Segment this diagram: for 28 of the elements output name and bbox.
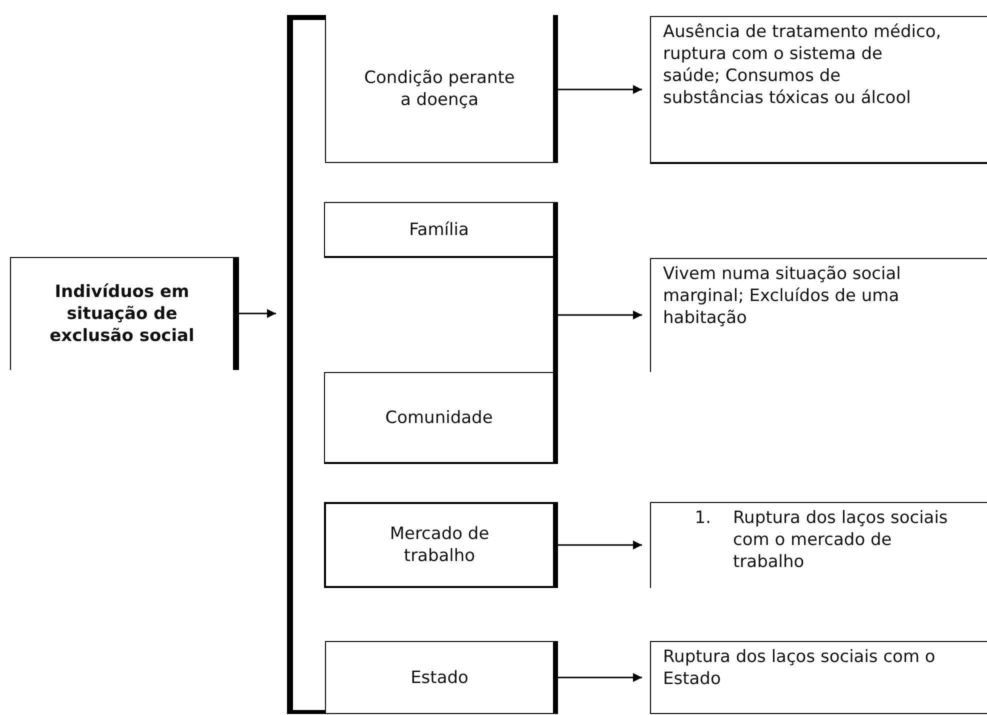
process-box <box>324 502 558 588</box>
arrow <box>558 673 642 682</box>
box <box>324 202 558 464</box>
node-label: Ruptura dos laços sociais com o Estado <box>663 646 936 690</box>
node-label: Vivem numa situação social marginal; Excluídos de uma habitação <box>663 263 902 329</box>
list-number: 1. <box>694 507 712 530</box>
arrow <box>558 310 642 320</box>
node-label: Indivíduos em situação de exclusão social <box>48 281 196 347</box>
node-label: Mercado de trabalho <box>388 523 490 567</box>
node-label: Estado <box>410 666 468 688</box>
arrow <box>558 85 642 94</box>
node-label: Ausência de tratamento médico, ruptura com o sistema de saúde; Consumos de substâncias tóxicas ou álcool <box>663 21 942 109</box>
process-box <box>325 641 558 714</box>
process-box <box>10 257 239 370</box>
node-label: Ruptura dos laços sociais com o mercado de trabalho <box>733 507 949 574</box>
arrow <box>239 309 276 318</box>
node-label: Família <box>409 218 469 240</box>
process-box <box>325 15 558 163</box>
process-box <box>324 372 553 464</box>
arrow <box>558 540 642 550</box>
bracket-bar <box>284 15 326 714</box>
note-box <box>650 258 987 372</box>
note-box <box>650 502 987 588</box>
process-box <box>324 202 553 258</box>
node-label: Condição perante a doença <box>363 66 516 110</box>
note-box <box>650 16 987 164</box>
note-box <box>650 641 987 714</box>
node-label: Comunidade <box>385 406 493 428</box>
